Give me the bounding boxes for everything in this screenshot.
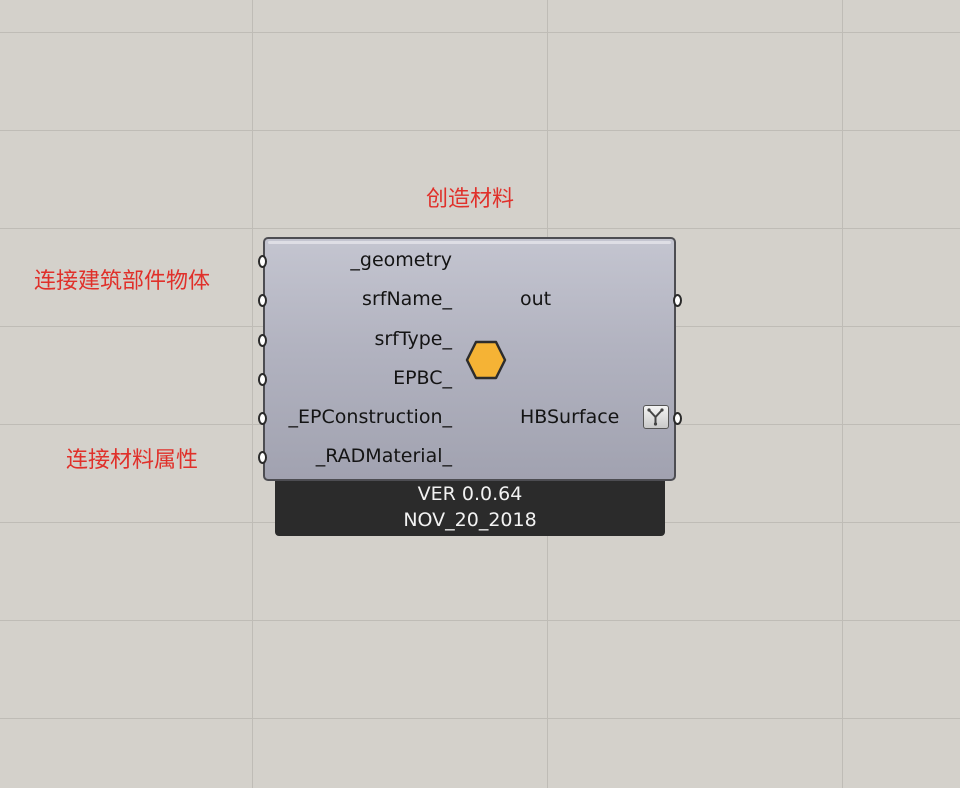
input-grip-srftype[interactable] [258,334,267,347]
input-grip-epconstruction[interactable] [258,412,267,425]
input-srfname[interactable]: srfName_ [362,288,452,310]
annotation-create-material: 创造材料 [426,187,515,212]
input-geometry[interactable]: _geometry [350,249,452,271]
output-out[interactable]: out [520,288,552,310]
output-hbsurface[interactable]: HBSurface [520,406,620,428]
input-epbc[interactable]: EPBC_ [393,367,452,389]
annotation-connect-geometry: 连接建筑部件物体 [34,269,211,294]
input-grip-epbc[interactable] [258,373,267,386]
input-srftype[interactable]: srfType_ [374,328,452,350]
input-radmaterial[interactable]: _RADMaterial_ [315,445,452,467]
component-version-footer: VER 0.0.64 NOV_20_2018 [275,474,665,536]
date-label: NOV_20_2018 [403,509,537,531]
annotation-connect-material: 连接材料属性 [66,448,199,473]
flatten-icon[interactable] [643,405,669,429]
honeybee-surface-component[interactable]: _geometry srfName_ srfType_ EPBC_ _EPCon… [258,237,682,481]
input-grip-geometry[interactable] [258,255,267,268]
input-grip-srfname[interactable] [258,294,267,307]
hexagon-icon [465,340,507,380]
version-label: VER 0.0.64 [417,483,523,505]
output-grip-hbsurface[interactable] [673,412,682,425]
input-grip-radmaterial[interactable] [258,451,267,464]
output-grip-out[interactable] [673,294,682,307]
input-epconstruction[interactable]: _EPConstruction_ [288,406,452,428]
